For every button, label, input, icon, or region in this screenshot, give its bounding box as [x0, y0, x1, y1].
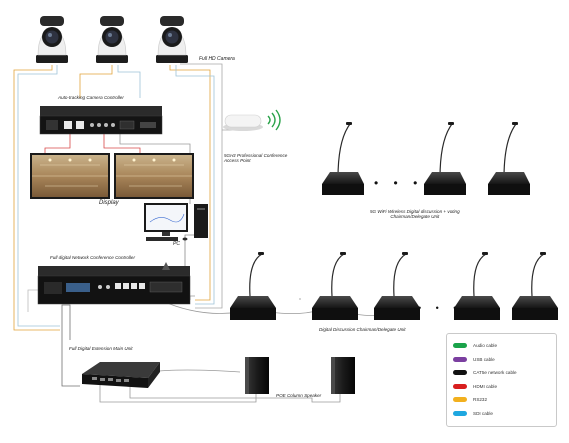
legend-item: RS232: [453, 393, 550, 407]
speaker-left: [245, 357, 269, 394]
display-right: [114, 153, 194, 199]
wifi-unit-1: [322, 122, 364, 195]
discussion-ellipsis: • • •: [418, 303, 463, 313]
network-controller-label: Full digital Network Conference Controll…: [50, 255, 136, 260]
camera-label: Full HD Camera: [199, 56, 235, 62]
network-controller-device: [37, 262, 191, 305]
legend-item: USB cable: [453, 353, 550, 367]
discussion-unit-1: [230, 252, 276, 320]
wifi-unit-3: [488, 122, 530, 195]
legend-item: CAT5e network cable: [453, 366, 550, 380]
discussion-unit-3: [374, 252, 420, 320]
extension-unit-device: [82, 362, 160, 388]
pc-device: [144, 203, 208, 241]
legend-label: SDI cable: [473, 410, 493, 416]
access-point-label: 5GHz Professional Conference Access Poin…: [224, 153, 288, 164]
tracking-controller-device: [39, 106, 163, 135]
wifi-ellipsis: • • •: [374, 176, 424, 190]
discussion-unit-4: [454, 252, 500, 320]
legend-swatch: [453, 370, 467, 376]
ptz-camera-2: [96, 16, 128, 63]
legend-label: Audio cable: [473, 343, 498, 349]
legend-label: USB cable: [473, 356, 495, 362]
legend-swatch: [453, 410, 467, 416]
wifi-unit-2: [424, 122, 466, 195]
legend-swatch: [453, 383, 467, 389]
speaker-label: POE Column Speaker: [276, 393, 322, 398]
cable-lines: [13, 63, 501, 403]
ptz-camera-3: [156, 16, 188, 63]
legend-swatch: [453, 397, 467, 403]
speaker-right: [331, 357, 355, 394]
discussion-unit-5: [512, 252, 558, 320]
legend-item: Audio cable: [453, 339, 550, 353]
pc-label: PC: [173, 241, 180, 247]
ptz-camera-1: [36, 16, 68, 63]
display-left: [30, 153, 110, 199]
legend-item: HDMI cable: [453, 380, 550, 394]
tracking-controller-label: Auto-tracking Camera Controller: [58, 95, 124, 100]
legend-swatch: [453, 343, 467, 349]
legend-label: RS232: [473, 397, 488, 403]
legend-swatch: [453, 356, 467, 362]
access-point-device: [223, 109, 281, 131]
discussion-unit-label: Digital Discussion Chairman/Delegate Uni…: [319, 327, 406, 332]
legend-item: SDI cable: [453, 407, 550, 421]
extension-unit-label: Full Digital Extension Main Unit: [69, 346, 133, 351]
display-label: Display: [99, 200, 119, 206]
legend-label: CAT5e network cable: [473, 370, 517, 376]
discussion-unit-2: [312, 252, 358, 320]
legend-label: HDMI cable: [473, 383, 497, 389]
wifi-unit-label: 5G WiFi Wireless Digital discussion + vo…: [370, 209, 460, 220]
